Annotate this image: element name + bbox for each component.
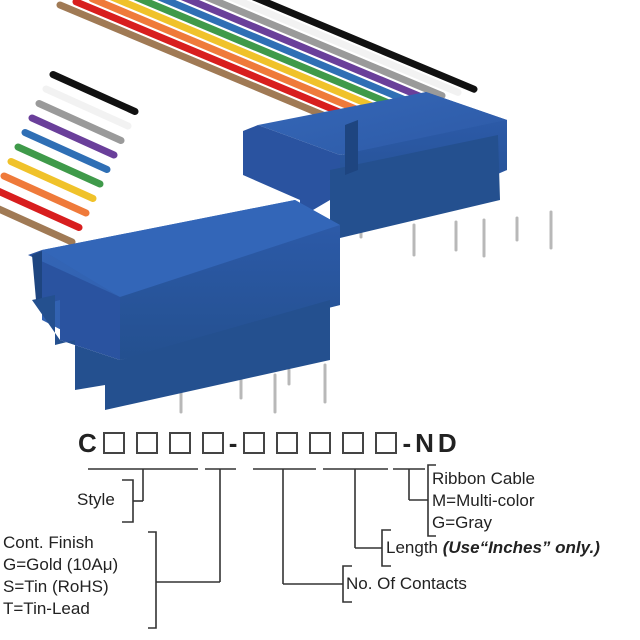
part-number-placeholder-box bbox=[309, 432, 332, 454]
ribbon-cable-option: G=Gray bbox=[432, 513, 492, 532]
ribbon-wire bbox=[49, 71, 139, 115]
cont-finish-option: T=Tin-Lead bbox=[3, 599, 90, 618]
ribbon-wire bbox=[204, 0, 446, 100]
connector-left bbox=[28, 200, 340, 414]
ribbon-wire bbox=[56, 1, 334, 122]
ribbon-cable-front bbox=[0, 71, 139, 246]
ribbon-wire bbox=[251, 0, 478, 93]
ribbon-cable-title: Ribbon Cable bbox=[432, 469, 536, 488]
ribbon-wire bbox=[21, 129, 111, 173]
part-number-placeholder-box bbox=[201, 432, 224, 454]
part-number-group-2 bbox=[237, 432, 402, 454]
ribbon-wire bbox=[7, 158, 97, 202]
ribbon-cable-back bbox=[56, 0, 478, 122]
part-number-placeholder-box bbox=[135, 432, 158, 454]
part-number-group-1 bbox=[97, 432, 229, 454]
ribbon-wire bbox=[180, 0, 430, 103]
ribbon-wire bbox=[109, 0, 382, 112]
label-ribbon-cable: Ribbon Cable M=Multi-color G=Gray bbox=[432, 468, 535, 534]
part-number-template: C - -ND bbox=[78, 426, 461, 460]
label-cont-finish: Cont. Finish G=Gold (10Aμ) S=Tin (RoHS) … bbox=[3, 532, 118, 620]
label-no-of-contacts: No. Of Contacts bbox=[346, 574, 467, 593]
part-number-placeholder-box bbox=[102, 432, 125, 454]
label-style: Style bbox=[77, 490, 115, 509]
ribbon-wire bbox=[88, 0, 366, 116]
length-note: (Use“Inches” only.) bbox=[442, 538, 600, 557]
cont-finish-option: G=Gold (10Aμ) bbox=[3, 555, 119, 574]
cont-finish-title: Cont. Finish bbox=[3, 533, 94, 552]
cont-finish-option: S=Tin (RoHS) bbox=[3, 577, 109, 596]
part-number-placeholder-box bbox=[243, 432, 266, 454]
callout-lines bbox=[88, 464, 436, 629]
part-number-placeholder-box bbox=[375, 432, 398, 454]
ribbon-wire bbox=[0, 188, 83, 231]
ribbon-wire bbox=[14, 143, 104, 188]
ribbon-wire bbox=[0, 205, 76, 246]
ribbon-wire bbox=[72, 0, 350, 119]
length-title: Length bbox=[386, 538, 438, 557]
ribbon-wire bbox=[28, 114, 118, 159]
ribbon-wire bbox=[42, 85, 132, 130]
ribbon-wire bbox=[228, 0, 462, 96]
part-number-prefix: C bbox=[78, 427, 97, 458]
part-number-suffix: -ND bbox=[402, 427, 461, 458]
ribbon-wire bbox=[0, 172, 90, 217]
pins-right bbox=[359, 210, 553, 258]
part-number-placeholder-box bbox=[342, 432, 365, 454]
ribbon-wire bbox=[133, 0, 398, 109]
ribbon-cable-option: M=Multi-color bbox=[432, 491, 535, 510]
part-number-placeholder-box bbox=[276, 432, 299, 454]
part-number-placeholder-box bbox=[168, 432, 191, 454]
connector-right bbox=[243, 92, 553, 258]
ribbon-wire bbox=[157, 0, 414, 106]
part-number-separator: - bbox=[228, 427, 238, 458]
ribbon-wire bbox=[35, 100, 125, 144]
label-length: Length (Use“Inches” only.) bbox=[386, 537, 600, 559]
